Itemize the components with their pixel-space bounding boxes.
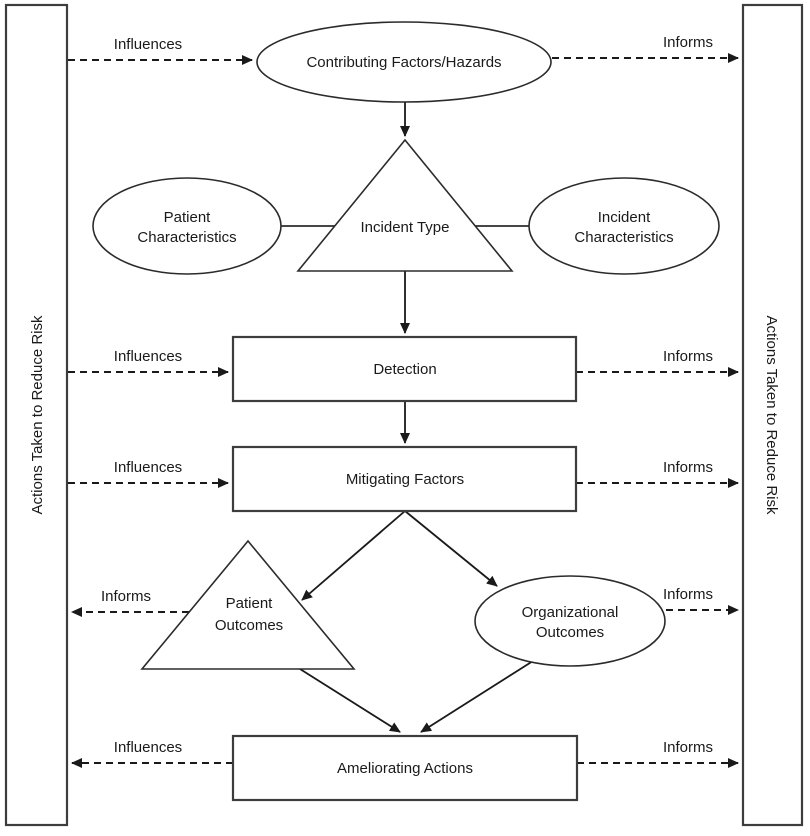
node-patient-characteristics-label-line1: Patient (164, 209, 212, 226)
edge-label-informs-mitigating: Informs (663, 459, 713, 476)
node-incident-type-label: Incident Type (361, 219, 450, 236)
node-organizational-outcomes-label-line2: Outcomes (536, 624, 604, 641)
arrow-mitigating-to-org-outcomes (404, 510, 498, 587)
node-contributing-factors-label: Contributing Factors/Hazards (306, 54, 501, 71)
edge-label-informs-org-outcomes: Informs (663, 586, 713, 603)
edge-label-informs-patient-outcomes: Informs (101, 588, 151, 605)
arrow-org-outcomes-to-ameliorating (420, 660, 534, 733)
node-ameliorating-actions-label: Ameliorating Actions (337, 760, 473, 777)
node-ameliorating-actions (231, 734, 579, 802)
edge-label-informs-top: Informs (663, 34, 713, 51)
edge-label-influences-top: Influences (114, 36, 182, 53)
right-risk-bar-label: Actions Taken to Reduce Risk (763, 316, 780, 515)
node-patient-characteristics (92, 177, 282, 275)
right-risk-bar (741, 3, 804, 827)
node-contributing-factors (256, 21, 552, 103)
node-incident-characteristics-label-line1: Incident (598, 209, 651, 226)
edge-label-influences-mitigating: Influences (114, 459, 182, 476)
arrow-mitigating-to-patient-outcomes (301, 510, 406, 601)
left-risk-bar (4, 3, 69, 827)
node-incident-characteristics-label-line2: Characteristics (574, 229, 673, 246)
left-risk-bar-label: Actions Taken to Reduce Risk (29, 315, 46, 514)
node-organizational-outcomes (474, 575, 666, 667)
node-patient-outcomes-label-line1: Patient (226, 595, 274, 612)
node-organizational-outcomes-label-line1: Organizational (522, 604, 619, 621)
edge-label-informs-detection: Informs (663, 348, 713, 365)
node-detection (231, 335, 578, 403)
node-patient-characteristics-label-line2: Characteristics (137, 229, 236, 246)
arrow-patient-outcomes-to-ameliorating (299, 668, 401, 733)
node-patient-outcomes-label-line2: Outcomes (215, 617, 283, 634)
edge-label-influences-detection: Influences (114, 348, 182, 365)
edge-label-informs-bottom: Informs (663, 739, 713, 756)
node-detection-label: Detection (373, 361, 436, 378)
node-patient-outcomes (140, 539, 356, 670)
node-mitigating-factors (231, 445, 578, 513)
node-mitigating-factors-label: Mitigating Factors (346, 471, 464, 488)
edge-label-influences-bottom: Influences (114, 739, 182, 756)
node-incident-characteristics (528, 177, 720, 275)
node-incident-type (296, 138, 514, 272)
